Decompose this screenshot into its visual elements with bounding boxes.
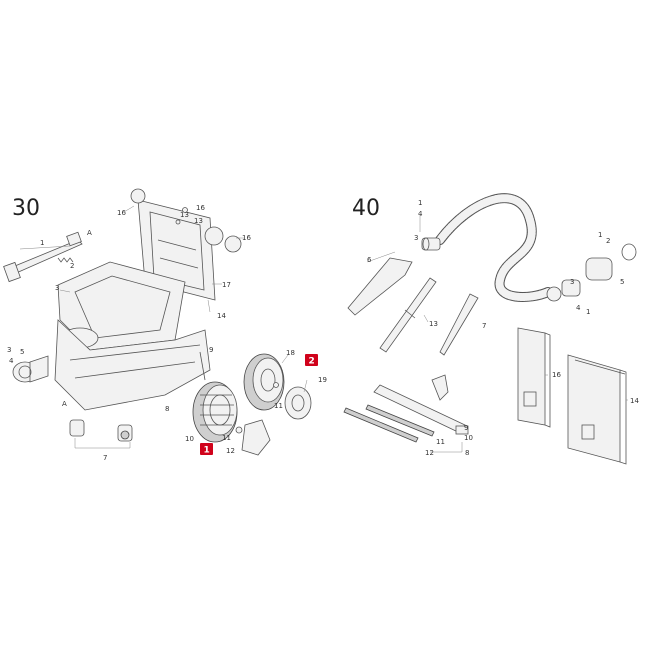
badge-2-label: 2 <box>309 357 315 367</box>
suction-tube-13[interactable] <box>379 277 437 353</box>
callout-40-6: 6 <box>367 256 372 264</box>
callout-14: 14 <box>217 312 226 320</box>
callout-5: 5 <box>20 348 24 356</box>
callout-40-8: 8 <box>465 449 469 457</box>
badge-2[interactable]: 2 <box>305 354 318 367</box>
callout-13b: 13 <box>194 217 203 225</box>
wheel-rear[interactable] <box>243 353 285 411</box>
badge-2-shape <box>305 354 318 366</box>
callout-16c: 16 <box>242 234 251 242</box>
caster-wheel-left[interactable] <box>69 419 85 437</box>
callout-40-3b: 3 <box>570 278 574 286</box>
spring-part[interactable] <box>57 257 74 263</box>
handle-bar-part[interactable] <box>3 231 83 283</box>
callout-40-3: 3 <box>414 234 418 242</box>
callout-40-12: 12 <box>425 449 434 457</box>
callout-40-11: 11 <box>436 438 445 446</box>
filter-bag-14[interactable] <box>567 354 627 465</box>
squeegee-strip-11a[interactable] <box>365 404 435 437</box>
section-title-40: 40 <box>352 196 380 221</box>
hose-coupling-right[interactable] <box>546 243 637 302</box>
hose-coupling-left[interactable] <box>421 237 441 251</box>
callout-17: 17 <box>222 281 231 289</box>
hub-cap-12[interactable] <box>241 419 271 456</box>
squeegee-strip-11b[interactable] <box>343 407 419 443</box>
filter-bag-16[interactable] <box>517 327 551 428</box>
callout-40-7: 7 <box>482 322 486 330</box>
callout-2: 2 <box>70 262 74 270</box>
badge-1-label: 1 <box>204 446 210 456</box>
badge-1-shape <box>200 443 213 455</box>
bent-handle-tube[interactable] <box>347 257 413 316</box>
callout-1: 1 <box>40 239 44 247</box>
section-30-drawing: 1 2 A 3 3 5 4 A 7 16 13 16 13 16 17 14 9… <box>3 188 327 462</box>
callout-3: 3 <box>55 284 59 292</box>
callout-9: 9 <box>209 346 213 354</box>
callout-12: 12 <box>226 447 235 455</box>
floor-nozzle-8[interactable] <box>373 374 469 435</box>
callout-40-13: 13 <box>429 320 438 328</box>
caster-wheel-right[interactable] <box>117 424 133 442</box>
callout-40-4: 4 <box>418 210 423 218</box>
callout-40-10: 10 <box>464 434 473 442</box>
callout-16b: 16 <box>196 204 205 212</box>
callout-40-16: 16 <box>552 371 561 379</box>
section-40-drawing: 1 4 3 6 13 7 1 2 3 5 4 1 16 14 11 9 12 8… <box>343 193 639 465</box>
axle-9[interactable] <box>199 351 206 381</box>
callout-40-5: 5 <box>620 278 624 286</box>
callout-40-4b: 4 <box>576 304 581 312</box>
callout-11: 11 <box>222 434 231 442</box>
wheel-large[interactable] <box>192 381 238 443</box>
callout-40-1b: 1 <box>598 231 602 239</box>
callout-8: 8 <box>165 405 169 413</box>
callout-40-1: 1 <box>418 199 422 207</box>
callout-3b: 3 <box>7 346 11 354</box>
badge-1[interactable]: 1 <box>200 443 213 456</box>
callout-4: 4 <box>9 357 14 365</box>
callout-40-1c: 1 <box>586 308 590 316</box>
section-30-callouts: 1 2 A 3 3 5 4 A 7 16 13 16 13 16 17 14 9… <box>7 204 327 462</box>
crevice-nozzle-7[interactable] <box>439 293 479 356</box>
washer-11b[interactable] <box>273 382 279 388</box>
callout-19: 19 <box>318 376 327 384</box>
container-body[interactable] <box>54 261 211 411</box>
callout-16: 16 <box>117 209 126 217</box>
callout-40-14: 14 <box>630 397 639 405</box>
callout-18: 18 <box>286 349 295 357</box>
section-title-30: 30 <box>12 196 40 221</box>
callout-40-2: 2 <box>606 237 610 245</box>
callout-A: A <box>87 229 92 237</box>
suction-hose[interactable] <box>435 193 553 302</box>
hub-cap-19[interactable] <box>284 386 312 420</box>
callout-Ab: A <box>62 400 67 408</box>
section-40-callouts: 1 4 3 6 13 7 1 2 3 5 4 1 16 14 11 9 12 8… <box>367 199 639 457</box>
callout-13: 13 <box>180 211 189 219</box>
callout-11b: 11 <box>274 402 283 410</box>
washer-11[interactable] <box>235 426 243 434</box>
side-connector-part[interactable] <box>12 355 49 383</box>
callout-40-9: 9 <box>464 424 468 432</box>
callout-7: 7 <box>103 454 107 462</box>
callout-10: 10 <box>185 435 194 443</box>
